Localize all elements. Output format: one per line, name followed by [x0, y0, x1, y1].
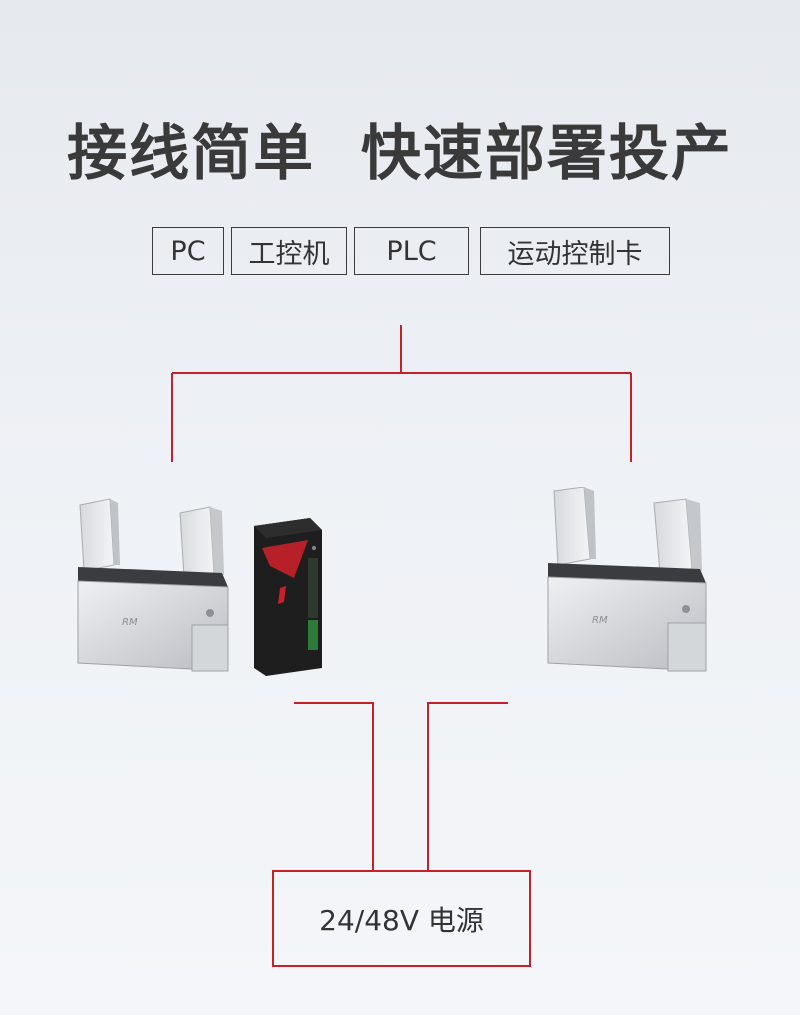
power-wire-left — [294, 703, 373, 870]
power-wire-right — [428, 703, 508, 870]
power-supply-box: 24/48V 电源 — [272, 870, 531, 967]
driver-controller-icon — [250, 518, 325, 676]
gripper-logo-right: RM — [592, 615, 608, 626]
gripper-logo-left: RM — [122, 617, 138, 628]
electric-gripper-left-icon: RM — [72, 495, 234, 680]
electric-gripper-right-icon: RM — [544, 487, 710, 679]
